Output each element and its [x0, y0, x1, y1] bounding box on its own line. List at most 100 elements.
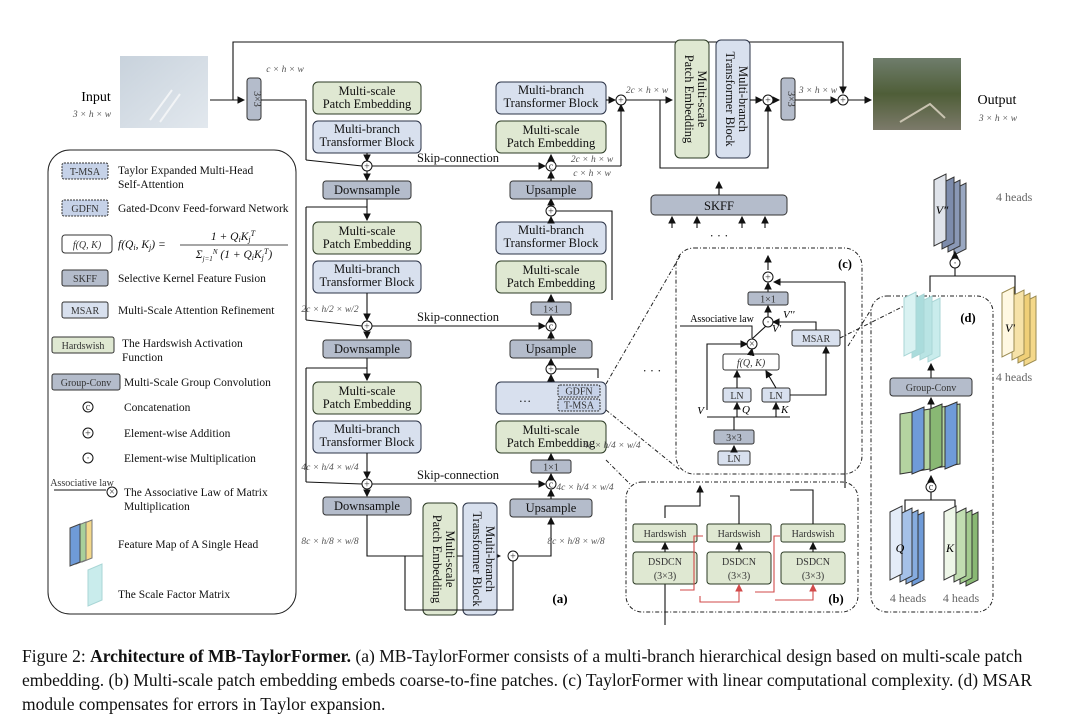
- input-dims: 3 × h × w: [72, 110, 112, 120]
- svg-text:f(Q, K): f(Q, K): [737, 358, 766, 369]
- dim-4c: 4c × h/4 × w/4: [301, 463, 358, 473]
- svg-text:V'': V'': [936, 203, 949, 217]
- svg-text:+: +: [548, 207, 554, 218]
- svg-text:Hardswish: Hardswish: [644, 529, 687, 540]
- svg-text:Multi-scalePatch Embedding: Multi-scalePatch Embedding: [507, 123, 596, 150]
- legend-panel: [47, 149, 297, 615]
- svg-text:c: c: [549, 322, 554, 333]
- svg-text:Group-Conv: Group-Conv: [906, 383, 957, 394]
- svg-text:· · ·: · · ·: [643, 364, 662, 378]
- legend-add-icon: [82, 427, 94, 439]
- bottleneck-mspe: [422, 502, 458, 616]
- tmsa-box: [557, 398, 601, 412]
- output-conv-3x3: [780, 77, 796, 121]
- svg-text:Multi-Scale Attention Refineme: Multi-Scale Attention Refinement: [118, 305, 275, 317]
- svg-text:…: …: [519, 391, 532, 405]
- svg-text:Multi-scalePatch Embedding: Multi-scalePatch Embedding: [507, 423, 596, 450]
- svg-text:4 heads: 4 heads: [996, 190, 1033, 204]
- skip-connection-3: Skip-connection: [417, 468, 500, 482]
- svg-text:+: +: [364, 322, 370, 333]
- svg-text:c: c: [86, 402, 91, 413]
- svg-text:MSAR: MSAR: [71, 306, 100, 317]
- legend-fqk-key: [61, 234, 113, 254]
- svg-text:Multi-scalePatch Embedding: Multi-scalePatch Embedding: [682, 55, 709, 144]
- svg-text:+: +: [510, 552, 516, 563]
- svg-text:DSDCN: DSDCN: [648, 557, 682, 568]
- svg-text:Multi-branchTransformer Block: Multi-branchTransformer Block: [503, 83, 599, 110]
- svg-text:3×3: 3×3: [785, 91, 796, 107]
- concat-feature-stack: [899, 401, 961, 475]
- input-conv-label: 3×3: [251, 91, 262, 107]
- svg-text:Gated-Dconv Feed-forward Netwo: Gated-Dconv Feed-forward Network: [118, 203, 289, 215]
- svg-text:Hardswish: Hardswish: [792, 529, 835, 540]
- skip-connection-1: Skip-connection: [417, 151, 500, 165]
- svg-text:Multi-Scale Group Convolution: Multi-Scale Group Convolution: [124, 377, 271, 389]
- svg-text:MSAR: MSAR: [802, 334, 831, 345]
- clear-output-image: [873, 58, 961, 130]
- svg-text:V'': V'': [783, 309, 795, 321]
- svg-text:K: K: [945, 541, 955, 555]
- legend-msar-key: [61, 301, 109, 319]
- figure-caption: Figure 2: Architecture of MB-TaylorForme…: [22, 646, 1033, 714]
- decoder-mspe-1: [495, 120, 607, 154]
- svg-text:4 heads: 4 heads: [943, 591, 980, 605]
- svg-text:Multi-branchTransformer Block: Multi-branchTransformer Block: [319, 262, 415, 289]
- encoder-mspe-2: [312, 221, 422, 255]
- svg-text:T-MSA: T-MSA: [564, 401, 595, 412]
- legend-concat-icon: [82, 401, 94, 413]
- svg-text:Concatenation: Concatenation: [124, 402, 191, 414]
- v1-feature-stack: [1001, 286, 1037, 367]
- svg-text:1×1: 1×1: [760, 295, 776, 306]
- svg-text:Downsample: Downsample: [334, 342, 400, 356]
- svg-text:LN: LN: [769, 391, 782, 402]
- assoc-law-c: Associative law: [690, 314, 754, 325]
- svg-text:+: +: [840, 96, 846, 107]
- svg-text:Upsample: Upsample: [526, 501, 577, 515]
- svg-text:Multi-scalePatch Embedding: Multi-scalePatch Embedding: [507, 263, 596, 290]
- dim-8c: 8c × h/8 × w/8: [301, 537, 358, 547]
- decoder-mspe-2: [495, 260, 607, 294]
- svg-text:GDFN: GDFN: [565, 387, 592, 398]
- svg-text:×: ×: [109, 487, 115, 498]
- svg-text:LN: LN: [727, 454, 740, 465]
- svg-text:c: c: [549, 162, 554, 173]
- legend-gdfn-key: [61, 199, 109, 217]
- svg-text:K: K: [780, 404, 789, 416]
- decoder-mspe-3: [495, 420, 607, 454]
- svg-text:Element-wise Multiplication: Element-wise Multiplication: [124, 453, 256, 465]
- svg-text:4 heads: 4 heads: [996, 370, 1033, 384]
- svg-text:+: +: [765, 96, 771, 107]
- svg-text:1 + QiKjT: 1 + QiKjT: [211, 229, 256, 244]
- legend-multiply-icon: [82, 452, 94, 464]
- global-residual-line: [232, 41, 847, 100]
- svg-text:Upsample: Upsample: [526, 342, 577, 356]
- dim-c-up: c × h × w: [573, 169, 611, 179]
- panel-a-label: (a): [552, 591, 567, 606]
- svg-text:Q: Q: [742, 404, 750, 416]
- svg-text:1×1: 1×1: [543, 463, 559, 474]
- svg-text:3×3: 3×3: [726, 433, 742, 444]
- svg-text:+: +: [765, 273, 771, 284]
- svg-text:Multi-branchTransformer Block: Multi-branchTransformer Block: [470, 511, 497, 607]
- svg-text:+: +: [364, 162, 370, 173]
- panel-c-label: (c): [838, 257, 852, 271]
- legend-hardswish-key: [51, 336, 115, 354]
- svg-text:f(Qi, Kj) =: f(Qi, Kj) =: [118, 239, 166, 252]
- decoder-mbtb-1: [495, 81, 607, 115]
- svg-text:DSDCN: DSDCN: [722, 557, 756, 568]
- svg-text:Downsample: Downsample: [334, 499, 400, 513]
- svg-text:V: V: [697, 405, 705, 417]
- svg-text:Σj=1N (1 + QiKjT): Σj=1N (1 + QiKjT): [195, 247, 273, 263]
- input-conv-3x3: [246, 77, 262, 121]
- legend-skff-key: [61, 269, 109, 287]
- panel-b-branches: Hardswish DSDCN (3×3) Hardswish DSDCN (3…: [632, 523, 846, 585]
- svg-text:·: ·: [766, 318, 769, 329]
- svg-text:T-MSA: T-MSA: [70, 167, 101, 178]
- refine-mbtb: [715, 39, 751, 159]
- legend-assoc-icon: [106, 486, 118, 498]
- k-feature-stack: [943, 505, 979, 587]
